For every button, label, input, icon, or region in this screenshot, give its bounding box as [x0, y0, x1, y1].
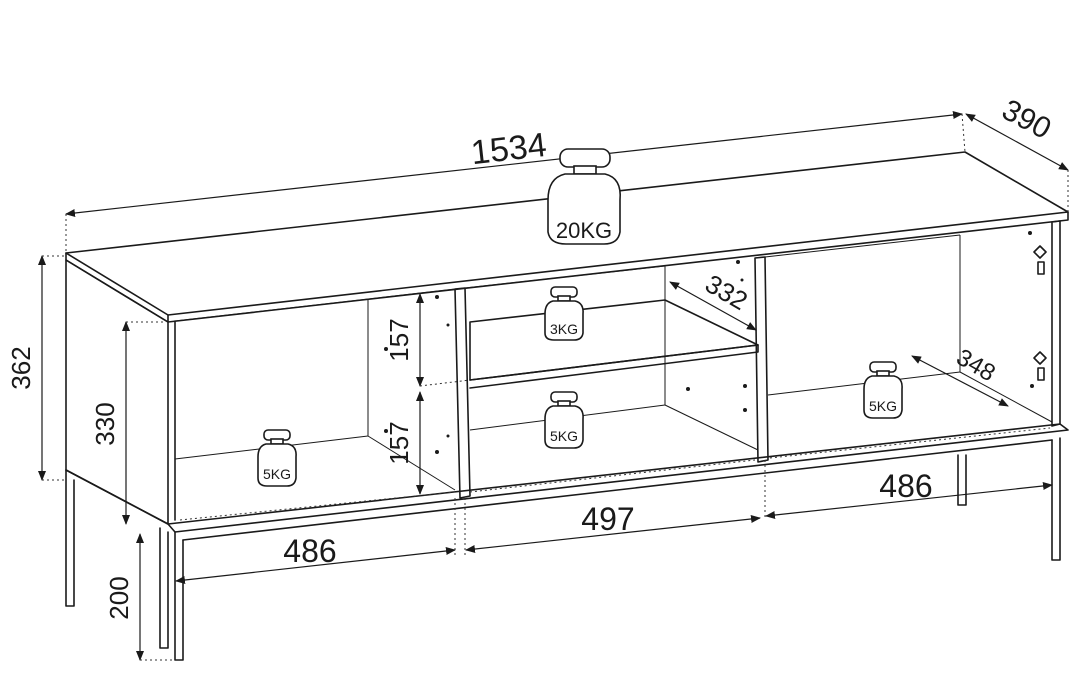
dimension-labels: 1534 390 362 330 200 157 157 332 348 486…	[6, 93, 1056, 619]
dim-depth: 390	[997, 93, 1057, 146]
weight-label-middle-bottom: 5KG	[550, 428, 578, 444]
middle-shelf	[469, 299, 759, 381]
dim-total-width: 1534	[469, 126, 548, 172]
dim-inner-height: 330	[90, 402, 120, 445]
shelf-holes	[384, 231, 1034, 454]
dim-right-width: 486	[879, 468, 932, 504]
dim-shelf-lower: 157	[384, 421, 414, 464]
metal-frame	[65, 437, 1061, 661]
bottom-rail	[167, 423, 1069, 533]
dim-leg-height: 200	[104, 576, 134, 619]
weight-label-middle-shelf: 3KG	[550, 321, 578, 337]
weight-label-left-bottom: 5KG	[263, 466, 291, 482]
right-door-panel	[1051, 220, 1061, 427]
left-side-panel	[65, 259, 169, 525]
divider-left	[454, 287, 471, 499]
weight-icon-middle-shelf: 3KG	[544, 286, 584, 341]
cabinet-body	[65, 151, 1069, 533]
weight-icon-top: 20KG	[547, 148, 622, 245]
hinge-icon	[1033, 245, 1047, 381]
weight-label-right-bottom: 5KG	[869, 398, 897, 414]
weight-icon-right-bottom: 5KG	[863, 361, 903, 419]
dimension-lines	[38, 111, 1069, 661]
dim-shelf-upper: 157	[384, 318, 414, 361]
dim-left-width: 486	[283, 533, 336, 569]
weight-label-top: 20KG	[556, 218, 612, 243]
weight-icon-left-bottom: 5KG	[257, 429, 297, 487]
divider-right	[754, 256, 769, 463]
dim-middle-width: 497	[581, 501, 634, 537]
dim-total-height: 362	[6, 346, 36, 389]
weight-icon-middle-bottom: 5KG	[544, 391, 584, 449]
dim-shelf-depth: 332	[700, 268, 753, 316]
